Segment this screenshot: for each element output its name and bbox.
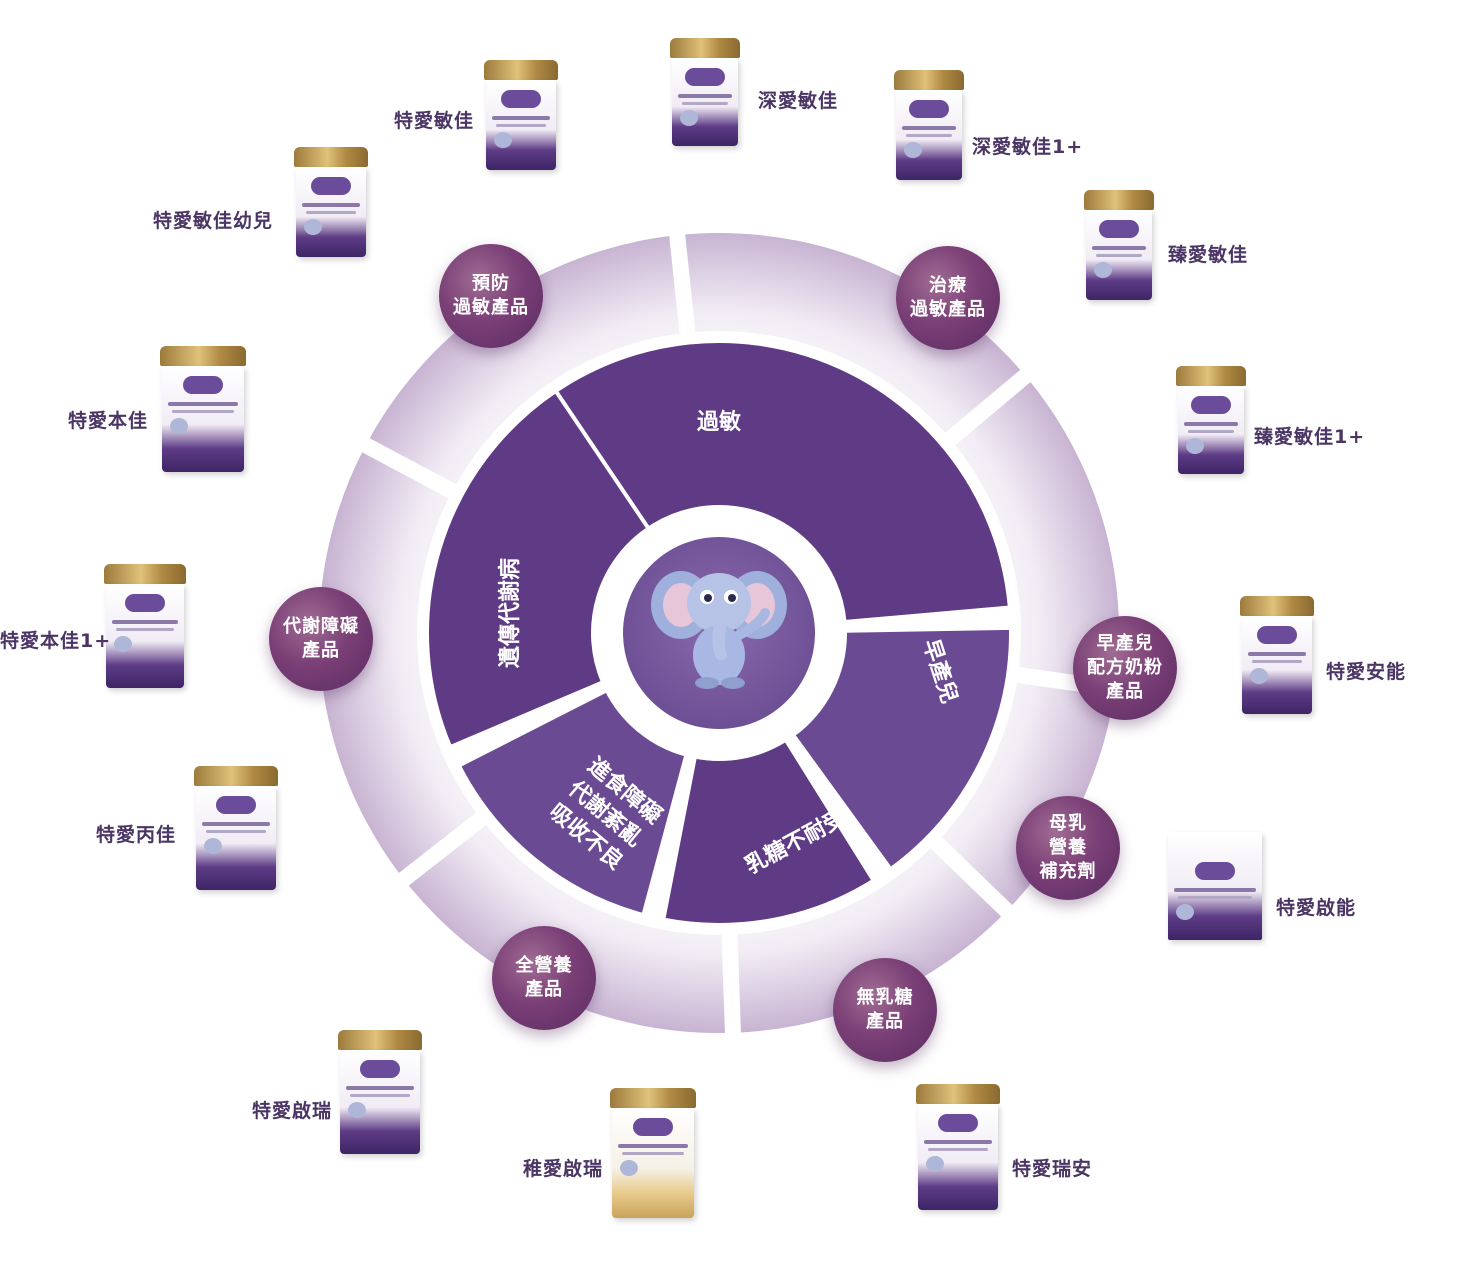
- ring-divider: [392, 808, 491, 891]
- segment-metabolic[interactable]: [425, 388, 651, 750]
- segment-lactose[interactable]: [661, 737, 876, 927]
- product-label: 特愛敏佳幼兒: [153, 210, 274, 232]
- product-can-teai-qirui[interactable]: [338, 1030, 422, 1154]
- ring-divider: [926, 832, 1019, 923]
- segment-feeding[interactable]: [456, 688, 689, 918]
- segment-label-metabolic: 遺傳代謝病: [497, 558, 523, 668]
- badge-metabolic-disorder[interactable]: 代謝障礙 產品: [269, 587, 373, 691]
- product-can-teai-ruian[interactable]: [916, 1084, 1000, 1210]
- product-can-shenai-minjia-1plus[interactable]: [894, 70, 964, 180]
- product-can-teai-bingjia[interactable]: [194, 766, 278, 890]
- ring-divider: [668, 226, 697, 340]
- badge-lactose-free[interactable]: 無乳糖 產品: [833, 958, 937, 1062]
- product-can-teai-benjia[interactable]: [160, 346, 246, 472]
- segment-label-allergy: 過敏: [697, 409, 741, 435]
- badge-full-nutrition[interactable]: 全營養 產品: [492, 926, 596, 1030]
- product-label: 臻愛敏佳: [1168, 244, 1249, 266]
- product-can-teai-anneng[interactable]: [1240, 596, 1314, 714]
- segment-label-line: 遺傳代謝病: [497, 558, 523, 668]
- elephant-icon: [651, 571, 787, 689]
- product-label: 特愛安能: [1326, 661, 1407, 683]
- product-box-teai-qineng[interactable]: [1166, 832, 1264, 940]
- product-label: 臻愛敏佳1+: [1254, 426, 1366, 448]
- product-label: 稚愛啟瑞: [523, 1158, 604, 1180]
- product-label: 特愛瑞安: [1012, 1158, 1093, 1180]
- ring-divider: [940, 364, 1037, 449]
- badge-preterm-formula[interactable]: 早產兒 配方奶粉 產品: [1073, 616, 1177, 720]
- badge-breastmilk-fortifier[interactable]: 母乳 營養 補充劑: [1016, 796, 1120, 900]
- product-can-teai-minjia[interactable]: [484, 60, 558, 170]
- segment-label-line: 過敏: [697, 409, 741, 435]
- segment-premature[interactable]: [791, 625, 1013, 872]
- product-can-teai-benjia-1plus[interactable]: [104, 564, 186, 688]
- product-label: 特愛丙佳: [96, 824, 177, 846]
- badge-prevent-allergy[interactable]: 預防 過敏產品: [439, 244, 543, 348]
- product-label: 特愛啟瑞: [252, 1100, 333, 1122]
- ring-divider: [355, 434, 462, 502]
- product-can-zhenai-minjia-1plus[interactable]: [1176, 366, 1246, 474]
- product-can-zhenai-minjia[interactable]: [1084, 190, 1154, 300]
- product-label: 特愛敏佳: [394, 110, 475, 132]
- product-label: 特愛啟能: [1276, 897, 1357, 919]
- product-label: 深愛敏佳: [758, 90, 839, 112]
- product-can-teai-minjia-toddler[interactable]: [294, 147, 368, 257]
- product-can-shenai-minjia[interactable]: [670, 38, 740, 146]
- ring-divider: [721, 928, 742, 1042]
- product-can-zhiai-qirui[interactable]: [610, 1088, 696, 1218]
- badge-treat-allergy[interactable]: 治療 過敏產品: [896, 246, 1000, 350]
- product-label: 深愛敏佳1+: [972, 136, 1084, 158]
- product-label: 特愛本佳1+: [0, 630, 112, 652]
- product-label: 特愛本佳: [68, 410, 149, 432]
